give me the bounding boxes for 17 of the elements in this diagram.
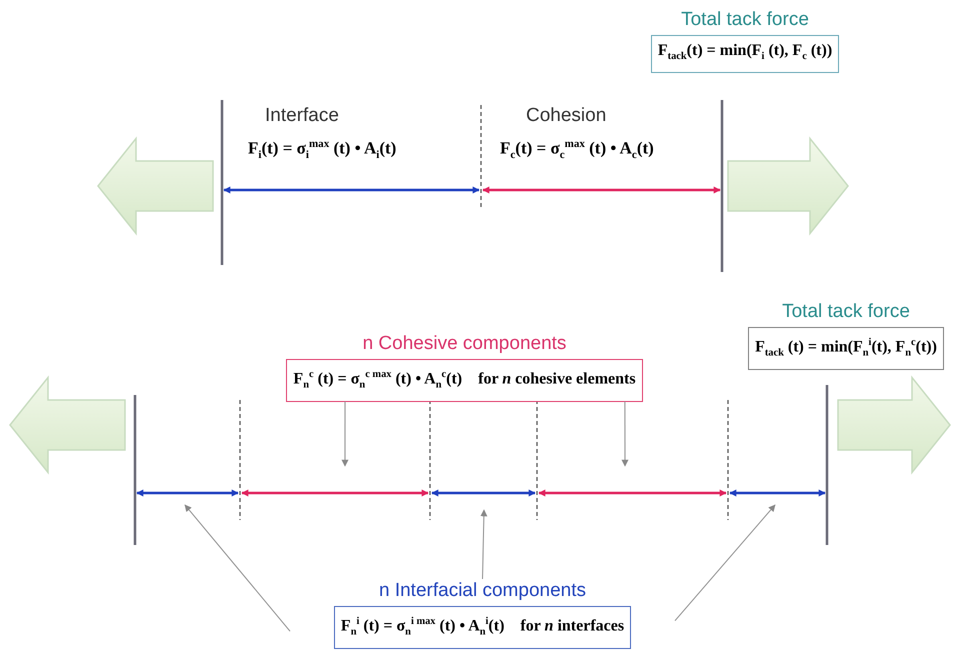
leader-arrow bbox=[342, 401, 348, 467]
heading: n Interfacial components bbox=[378, 579, 586, 603]
part-label: Interface bbox=[265, 105, 339, 127]
formula-box: F$_{tack}$(t) = min(F$_{i}$ (t), F$_{c}$ (t)) bbox=[650, 35, 840, 74]
heading: Total tack force bbox=[681, 8, 809, 32]
formula-box: F$_{n}$$^{i}$ (t) = σ$_{n}$$^{i max}$ (t) • A$_{n}$$^{i}$(t) for n interfaces bbox=[334, 606, 632, 649]
leader-arrow bbox=[480, 509, 488, 580]
part-label: Cohesion bbox=[526, 105, 606, 127]
formula: F$_{i}$(t) = σ$_{i}$$^{max}$ (t) • A$_{i}$(t) bbox=[248, 138, 396, 162]
leader-arrow bbox=[674, 504, 776, 622]
leader-arrow bbox=[184, 504, 290, 632]
formula-box: F$_{tack}$ (t) = min(F$_{n}$$^{i}$(t), F$_{n}$$^{c}$(t)) bbox=[748, 327, 944, 370]
leader-arrow bbox=[622, 401, 628, 467]
formula: F$_{c}$(t) = σ$_{c}$$^{max}$ (t) • A$_{c}$(t) bbox=[500, 138, 654, 162]
heading: Total tack force bbox=[782, 300, 910, 324]
formula-box: F$_{n}$$^{c}$ (t) = σ$_{n}$$^{c max}$ (t) • A$_{n}$$^{c}$(t) for n cohesive elements bbox=[286, 359, 643, 402]
heading: n Cohesive components bbox=[362, 332, 566, 356]
